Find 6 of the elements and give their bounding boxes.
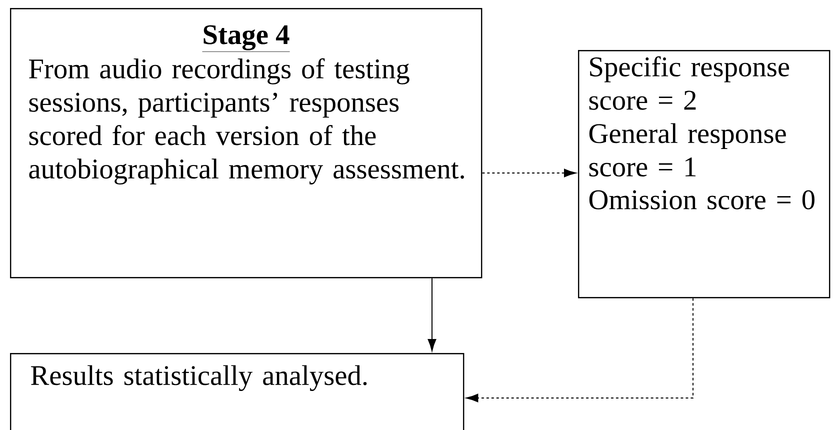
process-box: Stage 4 From audio recordings of testing sessions, participants’ responses scored for each version of the autobiographical memory assessment. <box>10 8 482 278</box>
process-box: Specific response score = 2 General response score = 1 Omission score = 0 <box>578 50 830 298</box>
arrow <box>428 278 436 352</box>
arrow <box>482 168 576 178</box>
process-box: Results statistically analysed. <box>10 353 464 430</box>
arrow <box>466 298 694 402</box>
